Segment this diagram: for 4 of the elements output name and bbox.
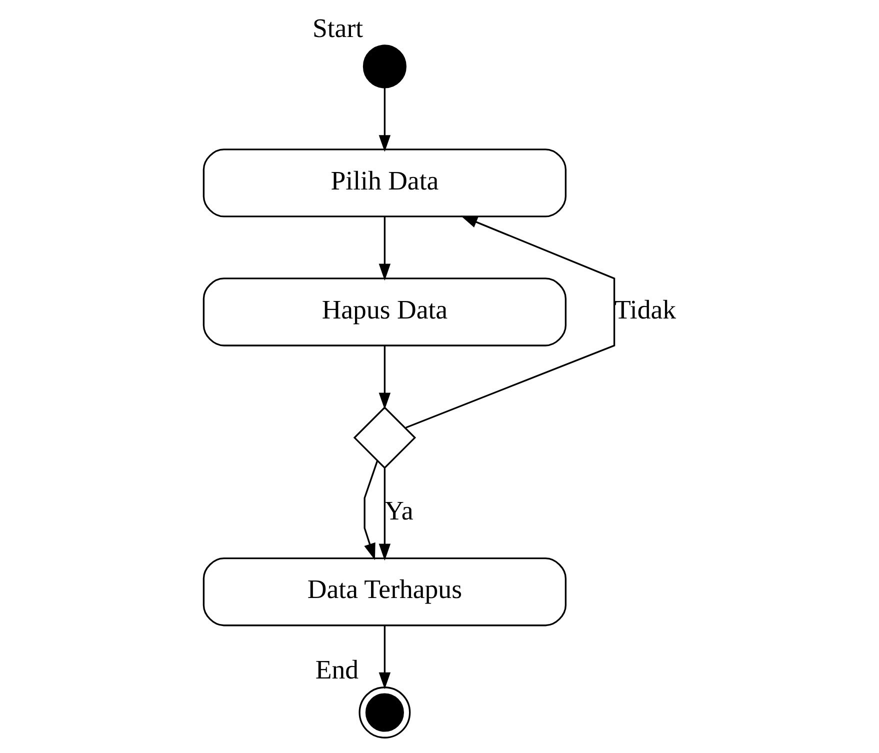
edge-label: Ya bbox=[384, 495, 413, 526]
edge-label: Tidak bbox=[614, 294, 676, 324]
node-label: Start bbox=[312, 12, 363, 43]
node-label: End bbox=[314, 654, 358, 685]
